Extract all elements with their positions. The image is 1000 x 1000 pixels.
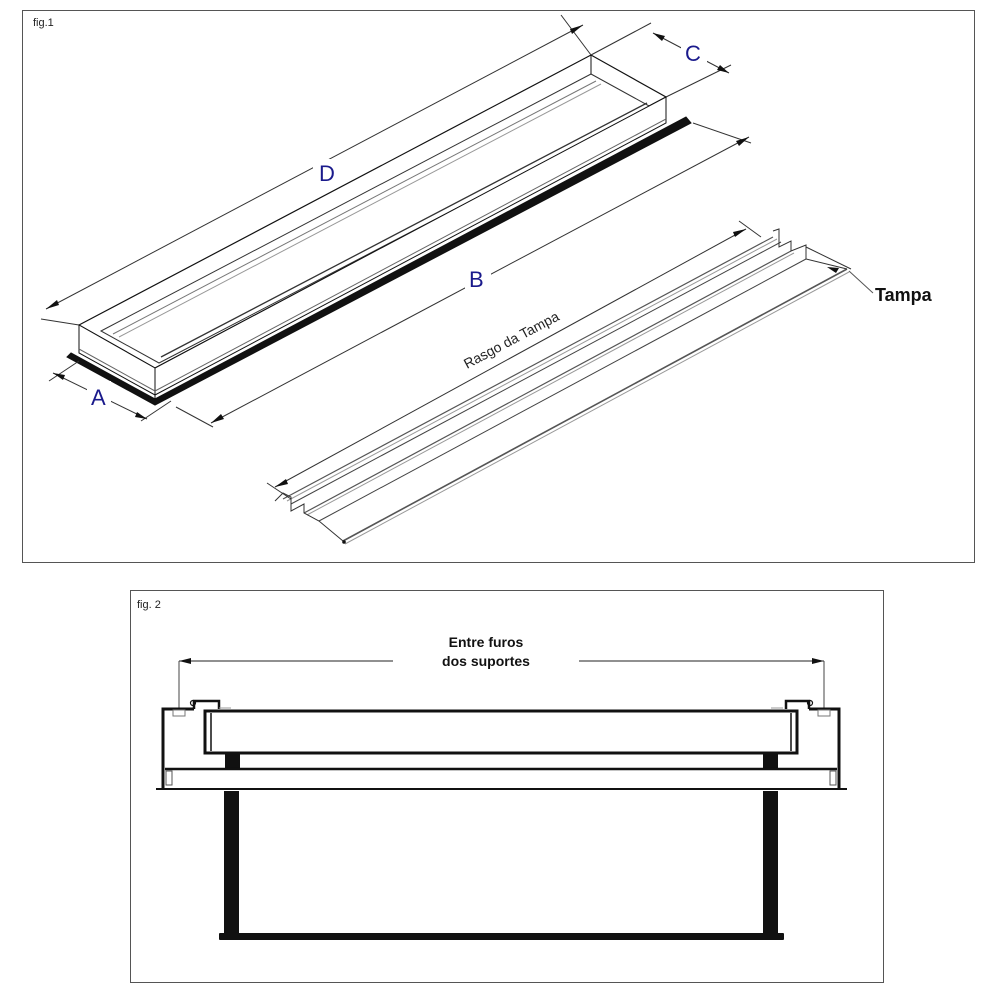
title-line-2: dos suportes [442, 653, 530, 669]
title-line-1: Entre furos [448, 634, 524, 650]
figure-1-panel: fig.1 [22, 10, 975, 563]
dimension-d-label: D [319, 161, 335, 186]
dimension-c-label: C [685, 41, 701, 66]
frame-front-right-face [154, 96, 667, 396]
figure-2-label: fig. 2 [137, 599, 161, 611]
cross-section-drawing [156, 658, 847, 940]
tampa-callout-label: Tampa [875, 285, 933, 305]
dimension-b-label: B [469, 267, 484, 292]
isometric-drawing: D C A B Rasgo da Tampa Tampa [40, 14, 933, 545]
support-holes-dimension-label: Entre furos dos suportes [411, 633, 561, 671]
left-housing [161, 707, 194, 789]
frame-inner-opening [99, 73, 653, 364]
figure-1-label: fig.1 [33, 17, 54, 29]
figure-2-panel: fig. 2 Entre furos dos suportes [130, 590, 884, 983]
dimension-a-label: A [91, 385, 106, 410]
cover-profile [274, 228, 850, 545]
inner-frame [203, 709, 799, 755]
right-housing [809, 707, 841, 789]
